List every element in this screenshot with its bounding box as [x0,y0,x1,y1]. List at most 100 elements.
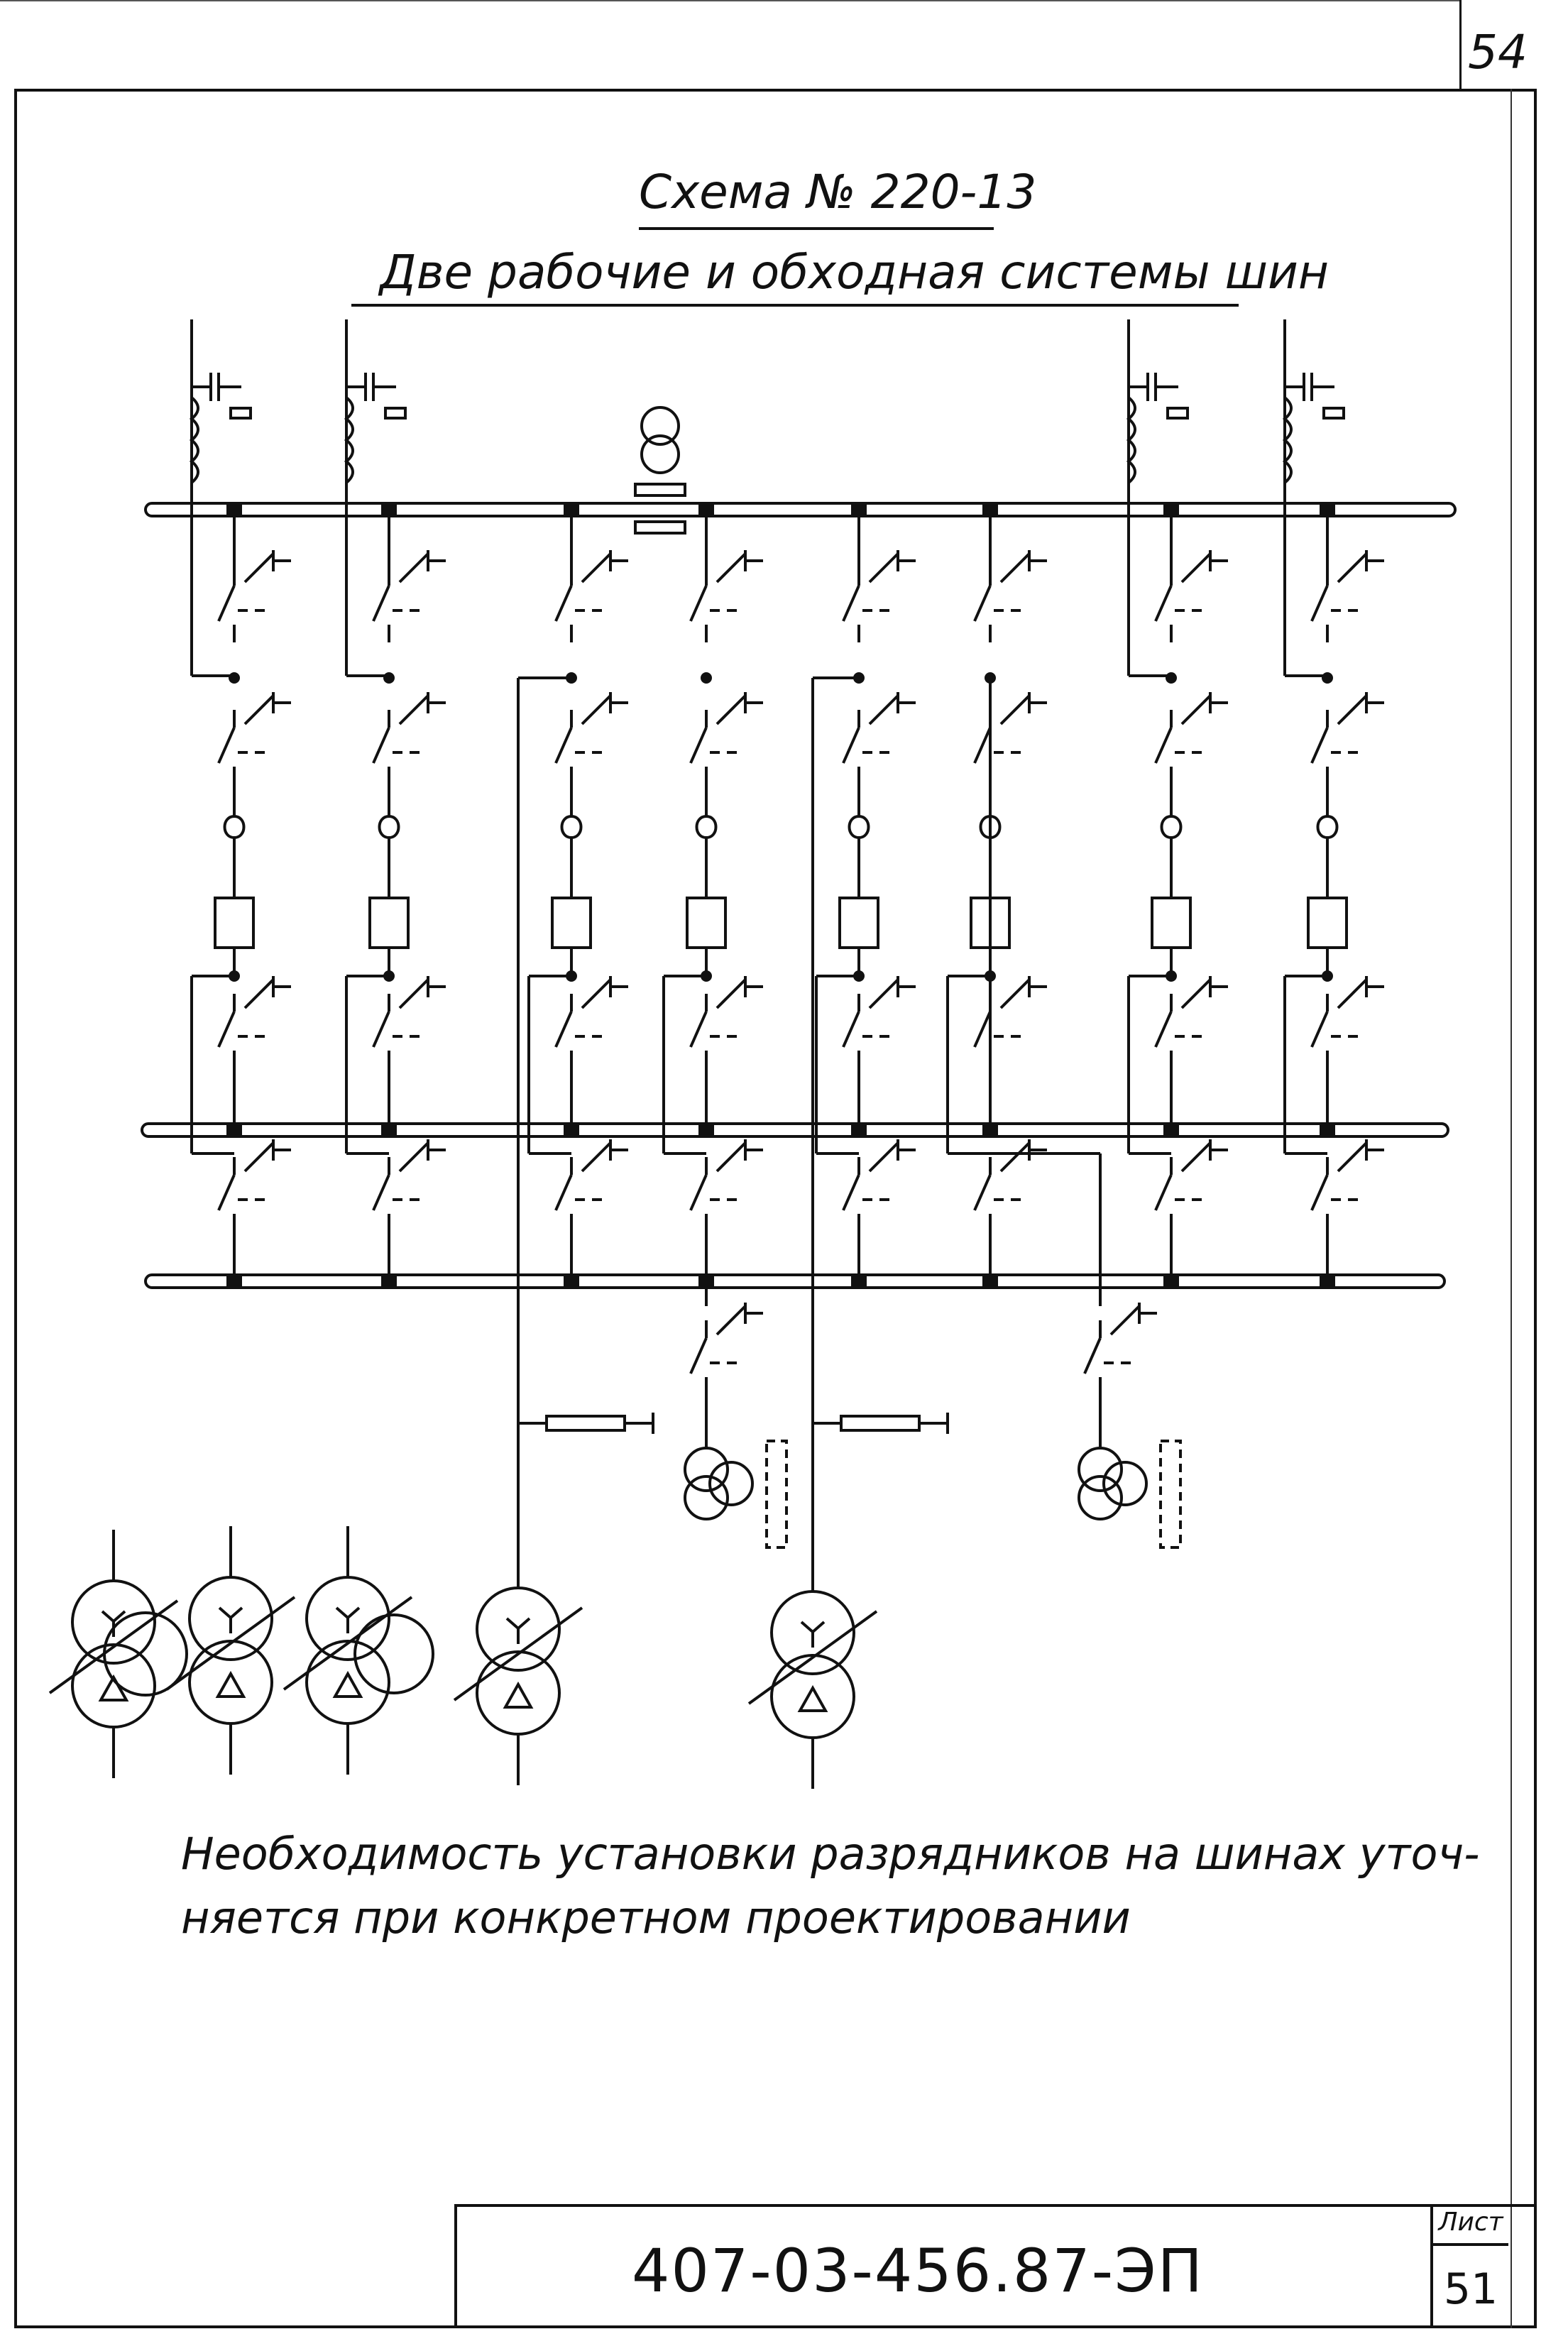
bay-7-breaker [1151,897,1192,949]
bay-1-bus2-node [226,1122,242,1138]
bay-5-breaker [838,897,879,949]
bay-8-dis-2-earth-knife [1337,694,1368,725]
bay-8-dis-1-blade [1310,585,1329,622]
bay-2-bus2-node [381,1122,397,1138]
bay-2-breaker [368,897,410,949]
bay-2-ct [378,814,400,840]
drawing-frame [14,89,1537,2328]
lower-feeder-1-trafo-w3 [684,1475,729,1520]
autotransformer-3-winding-extra [353,1613,434,1694]
bay-2-bus1-node [381,502,397,517]
bay-6-dis-2-earth-knife [999,694,1031,725]
line-feeder-2-cc-unit [384,407,407,420]
bay-5-dis-3-blade [842,1011,860,1048]
autotransformer-5-winding-bottom [770,1654,855,1739]
autotransformer-1-winding-bottom [71,1643,156,1728]
line-feeder-4-cc-unit [1322,407,1345,420]
frame-edge-line [1511,89,1512,2328]
bypass-bus [144,1273,1446,1289]
bay-1-dis-2-earth-knife [243,694,275,725]
bay-4-dis-2-earth-knife [716,694,747,725]
line-feeder-1-trap [189,396,199,484]
bay-7-dis-2-blade [1154,727,1173,764]
bay-8-dis-1-earth-knife [1337,552,1368,583]
bay-3-dis-2-earth-knife [581,694,612,725]
autotransformer-2-regulation-arrow [165,1596,296,1691]
bay-2-dis-bypass-blade [372,1174,390,1211]
lower-feeder-1-vt-cabinet [765,1440,788,1549]
autotransformer-2-delta [215,1670,246,1698]
bay-5-dis-bypass-earth-knife [868,1141,899,1173]
bay-6-dis-1-blade [973,585,992,622]
lower-feeder-2-trafo-w3 [1078,1475,1123,1520]
scheme-subtitle-underline [351,304,1239,307]
bay-5-dis-2-earth-knife [868,694,899,725]
bay-8-dis-2-blade [1310,727,1329,764]
main-bus-1 [144,502,1457,517]
autotransformer-1-winding-extra [103,1611,188,1697]
bay-2-dis-1-earth-knife [398,552,429,583]
bay-4-bus2-node [698,1122,714,1138]
top-border-line [0,0,1459,1]
bay-8-bus1-node [1320,502,1335,517]
bay-4-dis-bypass-blade [689,1174,708,1211]
page-number: 54 [1468,25,1528,80]
bay-1-bus1-node [226,502,242,517]
autotransformer-1-delta [98,1674,129,1701]
line-feeder-2-trap [344,396,354,484]
bay-2-dis-1-blade [372,585,390,622]
bay-6-bypass-node [982,1273,998,1289]
note-line-1: Необходимость установки разрядников на ш… [181,1828,1480,1880]
autotransformer-5-delta [797,1684,828,1712]
bay-6-dis-3-earth-knife [999,978,1031,1009]
bay-3-dis-bypass-earth-knife [581,1141,612,1173]
bay-3-bus2-node [564,1122,579,1138]
arrester-1-body [545,1415,626,1432]
lower-feeder-1-dis-blade [689,1337,708,1374]
bay-8-bypass-node [1320,1273,1335,1289]
autotransformer-3-delta [332,1670,363,1698]
bay-1-bypass-node [226,1273,242,1289]
lower-feeder-2-dis-blade [1083,1337,1102,1374]
bay-8-dis-bypass-earth-knife [1337,1141,1368,1173]
bay-7-bus1-node [1163,502,1179,517]
bay-3-dis-3-blade [554,1011,573,1048]
scheme-title: Схема № 220-13 [639,165,1037,219]
autotransformer-3-winding-bottom [305,1640,390,1725]
line-feeder-4-trap [1282,396,1293,484]
bay-1-breaker [214,897,255,949]
bay-7-dis-3-blade [1154,1011,1173,1048]
bay-7-bypass-node [1163,1273,1179,1289]
bay-6-dis-bypass-earth-knife [999,1141,1031,1173]
autotransformer-4-regulation-arrow [453,1606,583,1701]
bay-1-ct [223,814,246,840]
lower-feeder-2-vt-cabinet [1159,1440,1182,1549]
bay-7-dis-1-blade [1154,585,1173,622]
lower-feeder-1-trafo-w2 [708,1461,754,1506]
lower-feeder-1-trafo-w1 [684,1447,729,1492]
bay-3-dis-2-blade [554,727,573,764]
main-bus-2 [141,1122,1449,1138]
title-block [454,2204,1537,2328]
bay-7-bus2-node [1163,1122,1179,1138]
bay-7-dis-bypass-earth-knife [1180,1141,1212,1173]
bay-7-dis-3-earth-knife [1180,978,1212,1009]
scheme-title-underline [639,227,994,230]
bay-4-breaker [686,897,727,949]
lower-feeder-2-trafo-w1 [1078,1447,1123,1492]
bay-4-node-1 [701,672,712,684]
bay-4-bus1-node [698,502,714,517]
line-feeder-3-cc-unit [1166,407,1189,420]
bay-8-dis-bypass-blade [1310,1174,1329,1211]
arrester-2-body [840,1415,921,1432]
bay-1-dis-3-earth-knife [243,978,275,1009]
bay-4-dis-bypass-earth-knife [716,1141,747,1173]
autotransformer-2-star [218,1606,243,1633]
bay-3-bypass-node [564,1273,579,1289]
bay-2-dis-2-blade [372,727,390,764]
bay-1-dis-1-blade [217,585,236,622]
bay-4-dis-2-blade [689,727,708,764]
aux-transformer-winding-2 [640,434,680,474]
bay-3-dis-3-earth-knife [581,978,612,1009]
bay-5-dis-3-earth-knife [868,978,899,1009]
